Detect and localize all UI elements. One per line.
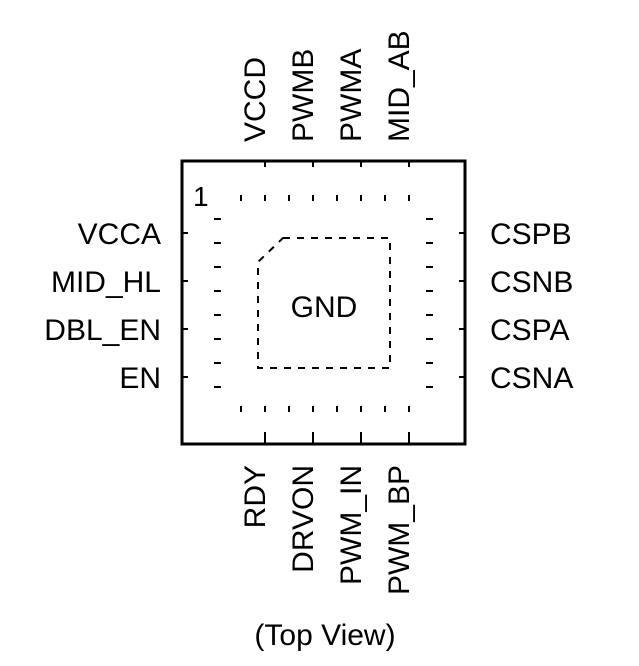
pin-label-vccd: VCCD: [239, 57, 272, 142]
pin-label-rdy: RDY: [239, 465, 272, 528]
pin-label-csna: CSNA: [490, 362, 573, 395]
pin-label-csnb: CSNB: [490, 266, 573, 299]
pin-pads: [182, 161, 465, 444]
exposed-pad: [257, 237, 391, 369]
pin-label-en: EN: [119, 362, 161, 395]
pin-label-pwma: PWMA: [335, 49, 368, 142]
view-caption: (Top View): [254, 619, 395, 652]
pin-label-vcca: VCCA: [78, 218, 161, 251]
pin-label-drvon: DRVON: [287, 465, 320, 573]
pin-label-cspb: CSPB: [490, 218, 572, 251]
pin1-marker: 1: [193, 181, 209, 212]
package-body: [180, 159, 467, 446]
pin-label-pwm-in: PWM_IN: [335, 465, 368, 585]
pin-label-mid-hl: MID_HL: [51, 266, 161, 299]
pin-label-pwmb: PWMB: [287, 49, 320, 142]
pin-label-pwm-bp: PWM_BP: [383, 465, 416, 595]
pin-label-cspa: CSPA: [490, 314, 569, 347]
pin-label-dbl-en: DBL_EN: [44, 314, 161, 347]
gnd-label: GND: [291, 291, 358, 324]
pin-label-mid-ab: MID_AB: [383, 30, 416, 142]
